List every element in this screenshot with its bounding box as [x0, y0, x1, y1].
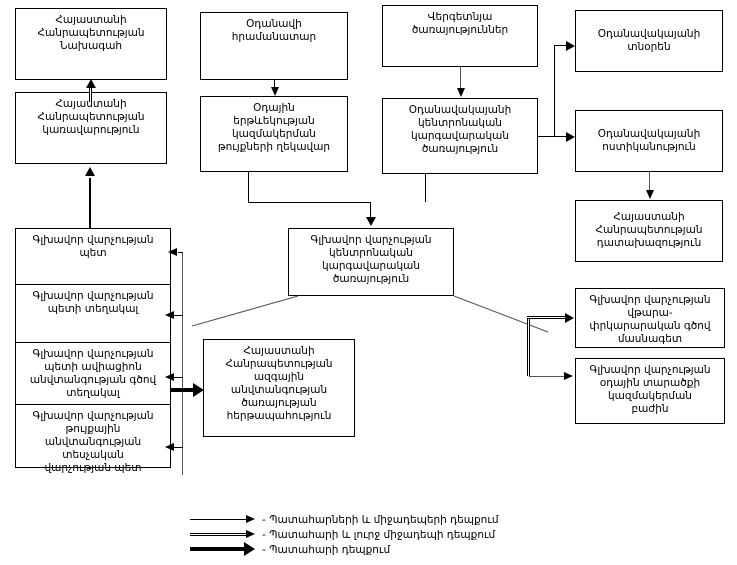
connector-commander-traffichead [274, 80, 275, 88]
legend-row-2: - Պատահարի դեպքում [190, 542, 610, 558]
box-airport-director: Օդանավակայանի տնօրեն [575, 10, 723, 72]
legend-art-thick [190, 542, 260, 558]
connector-traffichead-down [248, 172, 249, 202]
left-stack-group: Գլխավոր վարչության պետ Գլխավոր վարչությա… [15, 228, 171, 474]
arrowhead-air-traffic-head [270, 87, 279, 96]
connector-bus-to-director [554, 45, 568, 46]
arrowhead-stack-inspection-chief [165, 443, 174, 451]
arrowhead-main-dept-central-service [366, 217, 376, 226]
arrowhead-stack-security-deputy [165, 373, 174, 381]
connector-bus-to-inspection-chief [172, 447, 183, 448]
box-government: Հայաստանի Հանրապետության կառավարություն [15, 92, 167, 164]
box-main-dept-central-service: Գլխավոր վարչության կենտրոնական կարգավարա… [288, 228, 454, 296]
connector-into-maindept [370, 202, 371, 218]
connector-bus-to-police [554, 136, 568, 137]
box-airport-police: Օդանավակայանի ոստիկանություն [575, 110, 723, 172]
arrowhead-president [85, 79, 96, 88]
arrowhead-stack-chief [168, 248, 177, 256]
arrowhead-stack-deputy [165, 311, 174, 319]
arrowhead-prosecutor [645, 190, 654, 199]
connector-bus-to-deputy [172, 315, 183, 316]
box-airspace-dept: Գլխավոր վարչության օդային տարածքի կազմակ… [575, 358, 725, 424]
connector-maindept-diagonal-right [453, 295, 549, 333]
legend-dash-0: - [262, 514, 266, 526]
legend: - Պատահարների և միջադեպերի դեպքում - Պատ… [190, 512, 610, 562]
connector-rescue-airportcentral [460, 67, 461, 89]
connector-securitydeputy-natsecurity [171, 388, 195, 392]
connector-airportcentral-right [538, 136, 554, 137]
connector-bus-to-chief-stub [178, 252, 179, 253]
legend-art-thin [190, 512, 260, 528]
arrowhead-government [85, 167, 95, 176]
connector-right-branch-vertical [527, 316, 530, 376]
box-airport-central-service: Օդանավակայանի կենտրոնական կարգավարական ծ… [382, 98, 538, 174]
legend-row-1: - Պատահարի և լուրջ միջադեպի դեպքում [190, 527, 610, 543]
arrowhead-national-security-duty [193, 383, 204, 397]
legend-text-2: Պատահարի դեպքում [269, 544, 391, 556]
stack-cell-security-deputy: Գլխավոր վարչության պետի ավիացիոն անվտանգ… [16, 343, 170, 405]
legend-art-double [190, 527, 260, 543]
stack-cell-deputy: Գլխավոր վարչության պետի տեղակալ [16, 285, 170, 343]
legend-label-1: - Պատահարի և լուրջ միջադեպի դեպքում [262, 527, 495, 543]
arrowhead-airport-central-service [456, 88, 465, 97]
connector-bus-to-chief [178, 252, 183, 253]
connector-right-bus-vertical [554, 45, 555, 137]
connector-branch-to-specialist [527, 316, 567, 319]
connector-airportcentral-down [425, 174, 426, 202]
legend-dash-2: - [262, 544, 266, 556]
box-aircraft-commander: Օդանավի հրամանատար [200, 12, 348, 80]
stack-cell-inspection-chief: Գլխավոր վարչության թույքային անվտանգությ… [32, 410, 154, 474]
box-air-traffic-head: Օդային երթևեկության կազմակերման թույքներ… [200, 96, 348, 172]
legend-text-1: Պատահարի և լուրջ միջադեպի դեպքում [269, 529, 496, 541]
connector-branch-to-airspace [529, 376, 567, 377]
arrowhead-airspace-dept [564, 372, 573, 380]
legend-dash-1: - [262, 529, 266, 541]
box-president: Հայաստանի Հանրապետության Նախագահ [15, 8, 167, 80]
connector-bus-to-security-deputy [172, 377, 183, 378]
box-prosecutor: Հայաստանի Հանրապետության դատախազություն [575, 200, 723, 262]
connector-maindept-diagonal-left [191, 295, 299, 327]
arrowhead-analytical-specialist [565, 313, 574, 323]
box-national-security-duty: Հայաստանի Հանրապետության ազգային անվտանգ… [203, 339, 355, 437]
box-analytical-specialist: Գլխավոր վարչության վթարա- փրկարարական գծ… [575, 288, 725, 348]
connector-government-president [89, 88, 92, 102]
legend-text-0: Պատահարների և միջադեպերի դեպքում [269, 514, 499, 526]
stack-cell-chief: Գլխավոր վարչության պետ [16, 229, 170, 285]
arrowhead-airport-director [566, 40, 575, 51]
legend-label-2: - Պատահարի դեպքում [262, 542, 390, 558]
legend-label-0: - Պատահարների և միջադեպերի դեպքում [262, 512, 499, 528]
connector-traffichead-across [248, 202, 371, 203]
connector-chief-government [89, 178, 91, 228]
connector-police-prosecutor [649, 172, 650, 191]
legend-row-0: - Պատահարների և միջադեպերի դեպքում [190, 512, 610, 528]
box-rescue-services: Վերգետնյա ծառայություններ [382, 5, 538, 67]
connector-stack-bus-vertical [182, 252, 183, 475]
arrowhead-airport-police [566, 131, 575, 142]
